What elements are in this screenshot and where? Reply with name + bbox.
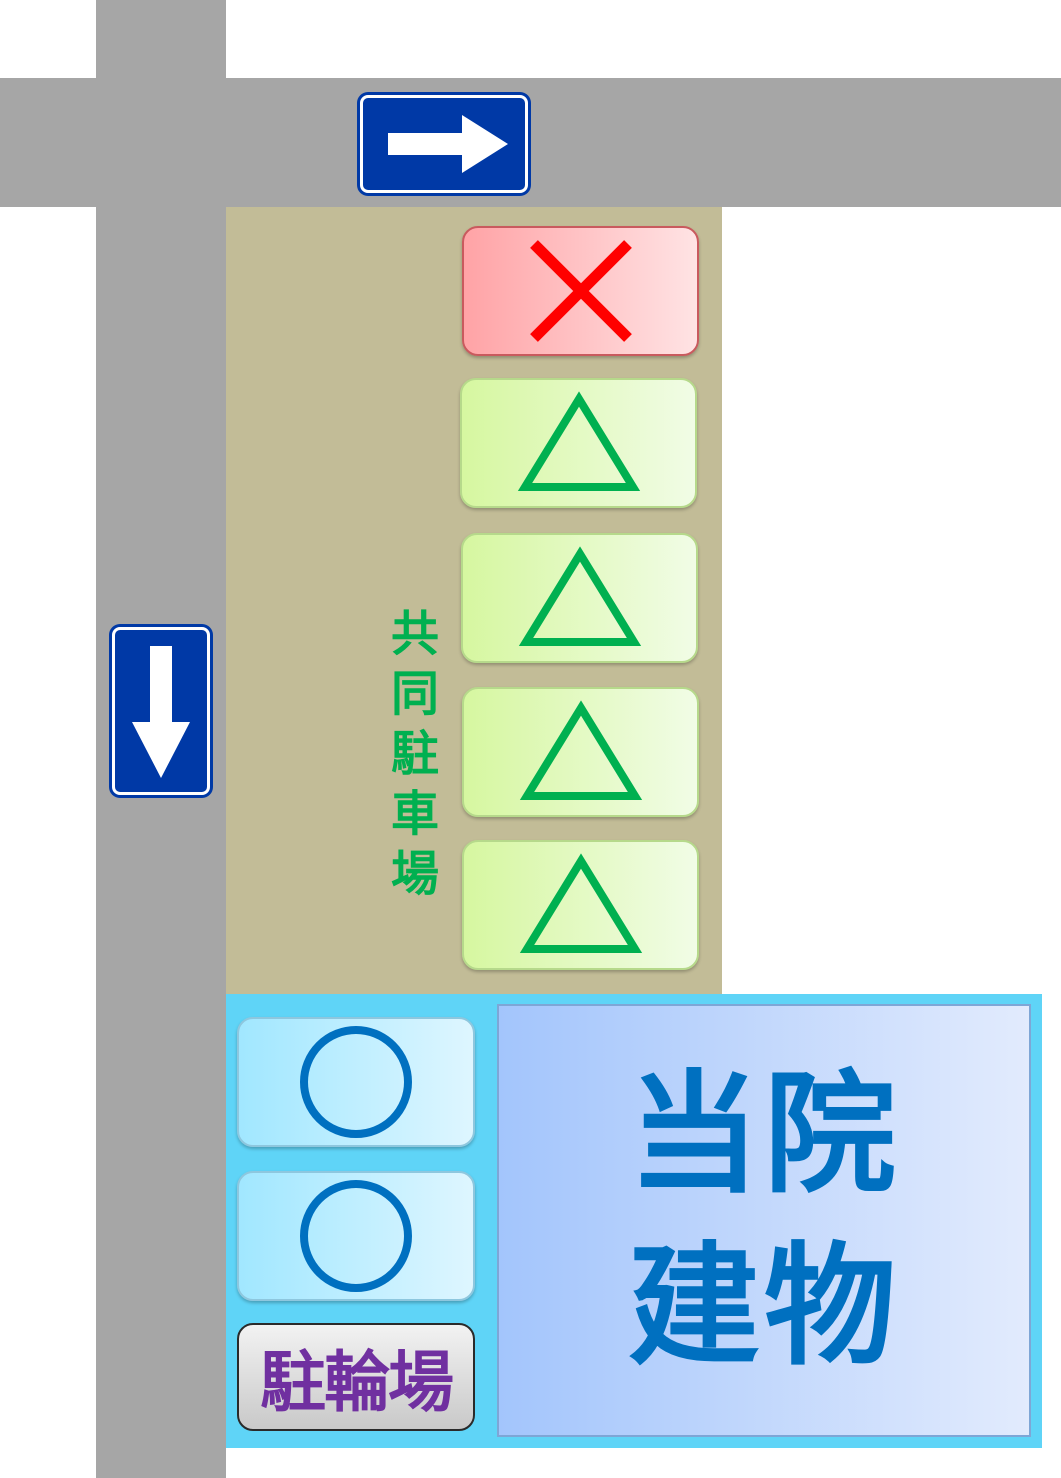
one-way-sign-right	[360, 95, 528, 193]
shared-parking-space-5	[462, 840, 699, 970]
shared-parking-label: 共同駐車場	[382, 608, 438, 908]
clinic-building: 当院 建物	[497, 1004, 1031, 1437]
circle-mark-icon	[300, 1026, 412, 1138]
shared-parking-space-1	[462, 226, 699, 356]
triangle-mark-icon	[517, 391, 640, 491]
clinic-parking-space-2	[237, 1171, 475, 1301]
bicycle-parking-label: 駐輪場	[260, 1344, 454, 1421]
triangle-mark-icon	[518, 546, 641, 646]
shared-parking-space-4	[462, 687, 699, 817]
one-way-right-arrow-icon	[388, 115, 508, 173]
triangle-mark-icon	[519, 853, 642, 953]
shared-parking-space-2	[460, 378, 697, 508]
road-horizontal	[0, 78, 1061, 207]
one-way-sign-down	[112, 627, 210, 795]
circle-mark-icon	[300, 1180, 412, 1292]
cross-mark-icon	[529, 240, 632, 342]
triangle-mark-icon	[519, 700, 642, 800]
building-label-line1: 当院	[628, 1057, 900, 1212]
shared-parking-space-3	[461, 533, 698, 663]
clinic-parking-space-1	[237, 1017, 475, 1147]
building-label-line2: 建物	[628, 1229, 900, 1384]
bicycle-parking: 駐輪場	[237, 1323, 475, 1431]
one-way-down-arrow-icon	[132, 646, 190, 778]
